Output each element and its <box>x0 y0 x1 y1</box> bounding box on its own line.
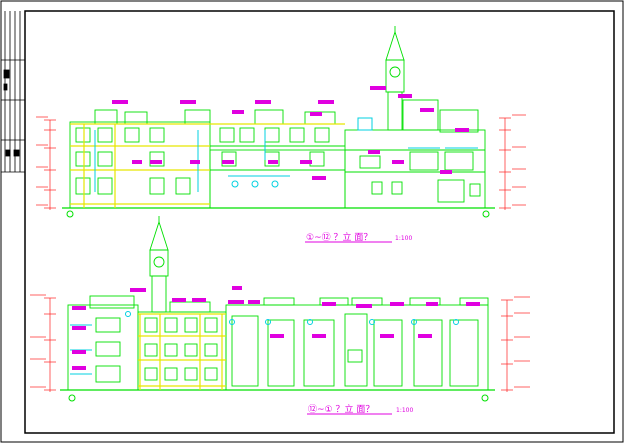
top-cyan-accents <box>94 117 478 192</box>
grid-axis-marker-left <box>66 210 74 218</box>
grid-axis-marker-left-bottom <box>68 394 76 402</box>
elevation-bottom: ⑫~① ？立 面？ 1:100 <box>30 216 530 415</box>
top-elevation-scale: 1:100 <box>395 235 412 242</box>
dimension-left-top <box>36 116 56 210</box>
title-block-strip <box>1 11 25 173</box>
elevation-top: ①~⑫ ？立 面？ 1:100 <box>36 26 526 243</box>
top-building-outline <box>62 99 495 209</box>
dimension-left-bottom <box>30 294 56 392</box>
bottom-elevation-scale: 1:100 <box>396 407 413 414</box>
grid-axis-marker-right <box>482 210 490 218</box>
top-material-tags <box>112 86 469 180</box>
top-elevation-title: ①~⑫ ？立 面？ <box>306 231 372 243</box>
grid-axis-marker-right-bottom <box>481 394 489 402</box>
sheet-inner-border <box>24 10 615 434</box>
bottom-material-tags <box>72 286 480 370</box>
bottom-bell-tower <box>149 216 169 313</box>
bottom-building-outline <box>60 295 495 391</box>
bottom-yellow-bands <box>138 313 226 390</box>
bottom-cyan-accents <box>70 311 459 375</box>
dimension-right-bottom <box>501 296 530 392</box>
bottom-elevation-title: ⑫~① ？立 面？ <box>308 403 374 415</box>
top-bell-tower <box>385 26 405 131</box>
dimension-right-top <box>499 114 526 210</box>
top-yellow-bands <box>70 123 345 208</box>
